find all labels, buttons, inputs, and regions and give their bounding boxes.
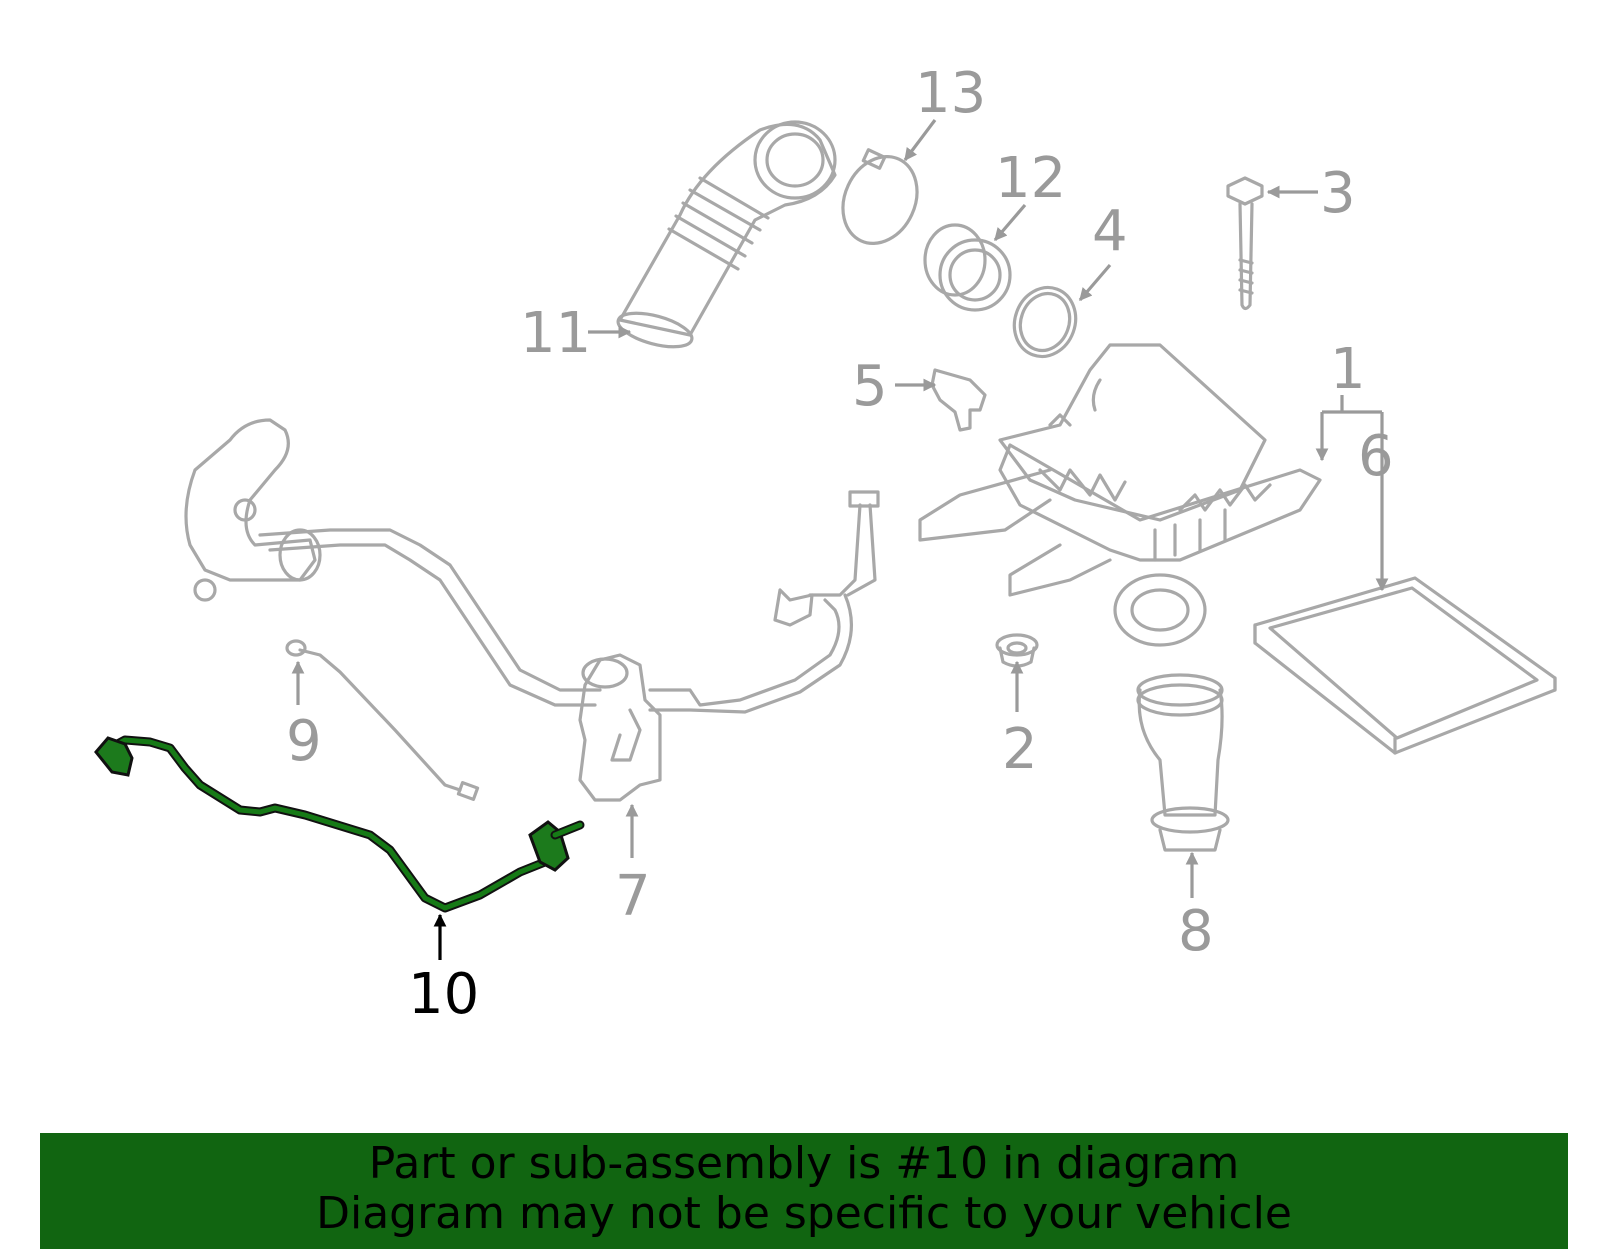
callout-3: 3 xyxy=(1320,161,1356,226)
callout-4: 4 xyxy=(1092,199,1128,264)
part-13-clamp[interactable] xyxy=(829,144,930,255)
banner-line-part: Part or sub-assembly is #10 in diagram xyxy=(368,1138,1240,1189)
part-10-hose-highlighted[interactable] xyxy=(94,735,585,913)
part-9-sensor-wire[interactable] xyxy=(285,639,480,801)
callout-12: 12 xyxy=(995,146,1066,211)
part-12-coupler[interactable] xyxy=(923,223,1012,312)
callout-numbers: 1 2 3 4 5 6 7 8 9 10 11 12 13 xyxy=(286,61,1394,1027)
callout-2: 2 xyxy=(1002,717,1038,782)
part-6-air-filter[interactable] xyxy=(1253,576,1557,755)
part-8-lower-duct[interactable] xyxy=(1136,673,1230,852)
callout-10: 10 xyxy=(408,962,479,1027)
callout-8: 8 xyxy=(1178,899,1214,964)
part-2-grommet[interactable] xyxy=(995,633,1039,668)
info-banner: Part or sub-assembly is #10 in diagram D… xyxy=(40,1133,1568,1249)
banner-line-disclaimer: Diagram may not be specific to your vehi… xyxy=(316,1188,1292,1239)
part-1-air-cleaner[interactable] xyxy=(918,343,1322,647)
part-7-valve-hose[interactable] xyxy=(184,418,880,802)
part-4-seal-ring[interactable] xyxy=(1005,279,1085,365)
leader-lines xyxy=(291,119,1389,960)
callout-9: 9 xyxy=(286,709,322,774)
callout-11: 11 xyxy=(520,301,591,366)
callout-6: 6 xyxy=(1358,424,1394,489)
part-3-bolt[interactable] xyxy=(1226,176,1264,311)
callout-13: 13 xyxy=(915,61,986,126)
callout-5: 5 xyxy=(852,354,888,419)
callout-7: 7 xyxy=(615,864,651,929)
callout-1: 1 xyxy=(1330,337,1366,402)
part-11-intake-duct[interactable] xyxy=(615,120,837,353)
part-5-sensor[interactable] xyxy=(930,368,987,432)
